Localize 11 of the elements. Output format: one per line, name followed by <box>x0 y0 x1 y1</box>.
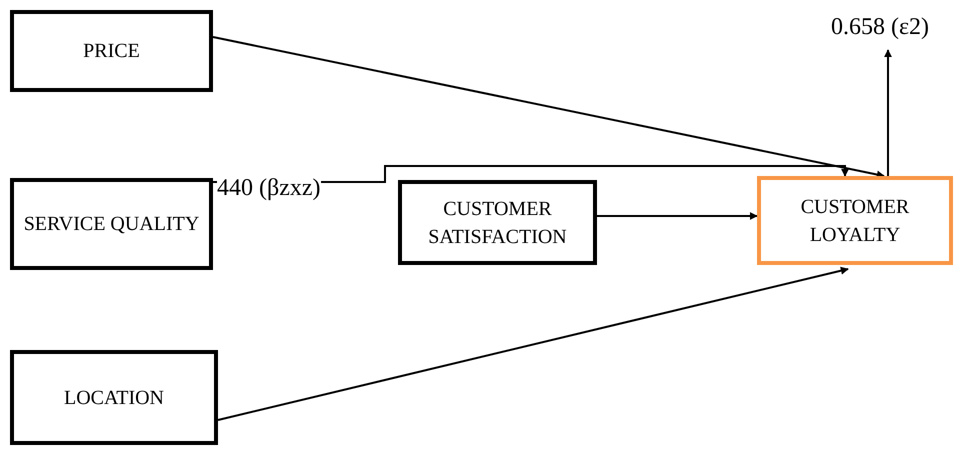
arrow <box>218 266 849 421</box>
node-label: CUSTOMER LOYALTY <box>800 194 910 248</box>
arrow <box>597 212 758 220</box>
arrow <box>884 49 892 176</box>
edge-label: 440 (βzxz) <box>217 176 320 200</box>
error-term-label: 0.658 (ε2) <box>830 13 930 42</box>
node-label: PRICE <box>82 39 141 64</box>
arrow <box>212 36 885 178</box>
node-label: SERVICE QUALITY <box>22 212 200 237</box>
node-label: LOCATION <box>63 386 165 410</box>
node-label: CUSTOMER SATISFACTION <box>427 196 568 250</box>
